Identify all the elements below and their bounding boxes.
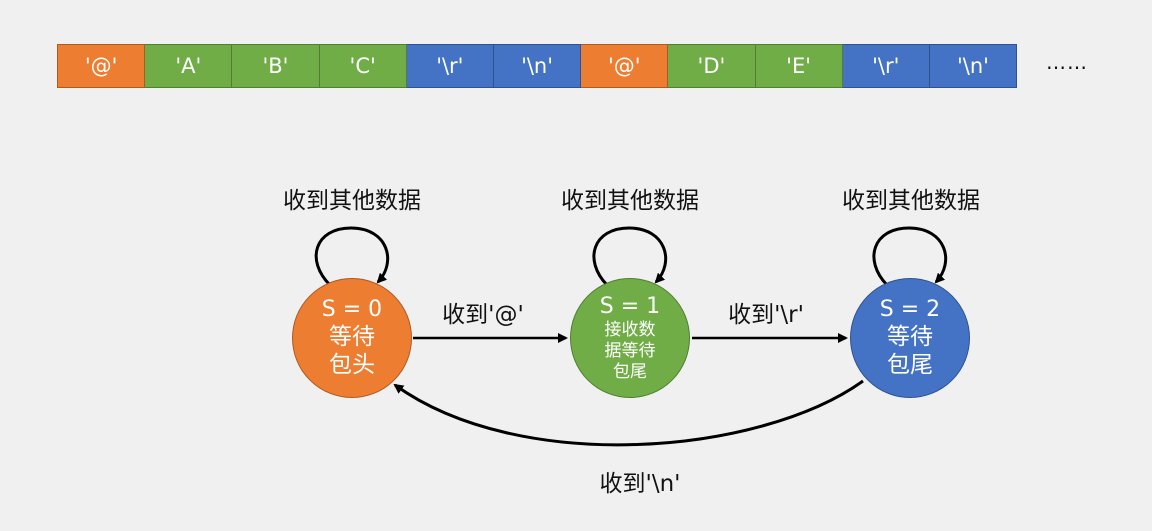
transition-label-s2-s0: 收到'\n' bbox=[599, 471, 681, 497]
self-loop-label-s1: 收到其他数据 bbox=[561, 188, 699, 214]
transition-arrow-s2-s0 bbox=[393, 379, 864, 447]
state-desc-line: 包尾 bbox=[887, 352, 933, 378]
byte-cell: 'E' bbox=[755, 44, 843, 88]
state-node-s2: S = 2 等待 包尾 bbox=[850, 278, 970, 398]
byte-cell: '\n' bbox=[493, 44, 582, 88]
self-loop-arrow-s2 bbox=[872, 226, 948, 287]
byte-cell: '@' bbox=[581, 44, 669, 88]
transition-label-s1-s2: 收到'\r' bbox=[728, 302, 804, 328]
state-desc-line: 包头 bbox=[329, 352, 375, 378]
state-id: S = 2 bbox=[879, 297, 941, 322]
byte-cell: '\r' bbox=[842, 44, 930, 88]
byte-cell: '\r' bbox=[406, 44, 494, 88]
self-loop-label-s0: 收到其他数据 bbox=[283, 188, 421, 214]
byte-stream: '@' 'A' 'B' 'C' '\r' '\n' '@' 'D' 'E' '\… bbox=[57, 44, 1018, 88]
byte-cell: '@' bbox=[57, 44, 146, 88]
self-loop-arrow-s1 bbox=[592, 226, 668, 287]
state-desc-line: 等待 bbox=[329, 324, 375, 350]
state-node-s0: S = 0 等待 包头 bbox=[292, 278, 412, 398]
state-desc-line: 等待 bbox=[887, 324, 933, 350]
state-node-s1: S = 1 接收数 据等待 包尾 bbox=[570, 278, 690, 398]
byte-cell: 'B' bbox=[232, 44, 320, 88]
state-desc-line: 包尾 bbox=[613, 361, 647, 382]
self-loop-label-s2: 收到其他数据 bbox=[842, 188, 980, 214]
transition-label-s0-s1: 收到'@' bbox=[442, 302, 524, 328]
byte-cell: '\n' bbox=[929, 44, 1018, 88]
stream-continuation-ellipsis: …… bbox=[1046, 50, 1088, 74]
self-loop-arrow-s0 bbox=[314, 226, 390, 287]
byte-cell: 'A' bbox=[145, 44, 233, 88]
byte-cell: 'D' bbox=[668, 44, 756, 88]
byte-cell: 'C' bbox=[319, 44, 407, 88]
state-id: S = 1 bbox=[599, 293, 661, 319]
state-desc-line: 据等待 bbox=[604, 340, 656, 361]
state-id: S = 0 bbox=[321, 297, 383, 322]
state-desc-line: 接收数 bbox=[604, 319, 656, 340]
